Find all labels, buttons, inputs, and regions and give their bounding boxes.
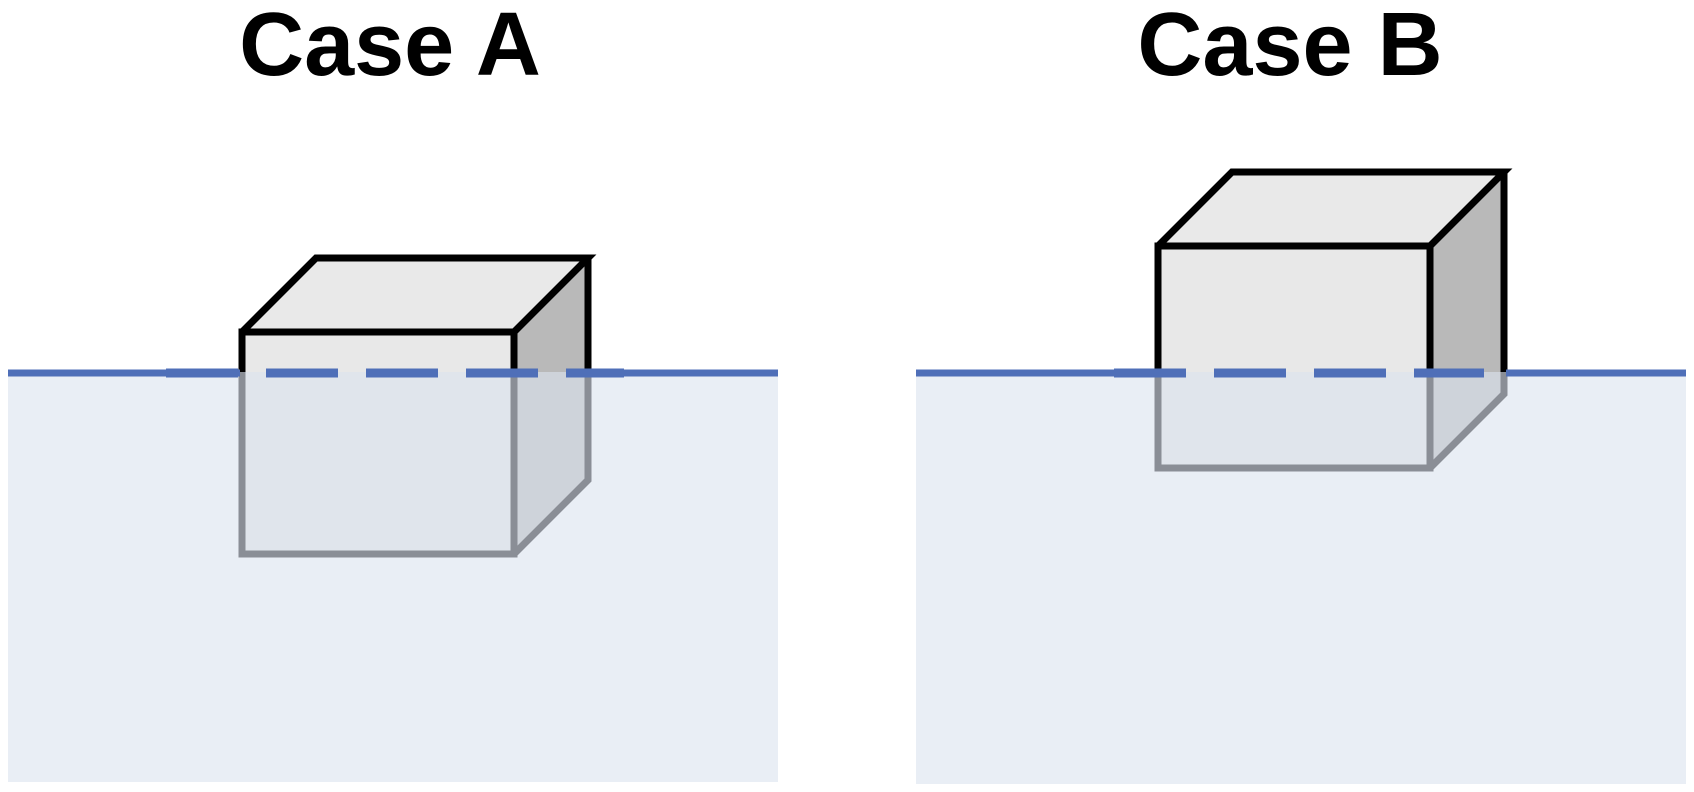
case-a-scene: [8, 254, 778, 782]
case-b-scene: [916, 168, 1686, 784]
case-a-box-edges-below: [238, 372, 592, 558]
case-a-water: [8, 372, 778, 782]
case-a-box-top-face: [242, 258, 588, 332]
case-a-title: Case A: [239, 0, 541, 95]
case-b-box-top-face: [1158, 172, 1504, 246]
case-b-box-edges-below: [1154, 372, 1508, 472]
case-b-title: Case B: [1137, 0, 1443, 95]
case-a-box-edges-above: [238, 254, 597, 372]
case-b-water: [916, 372, 1686, 784]
case-b-box-edges-above: [1154, 168, 1513, 372]
